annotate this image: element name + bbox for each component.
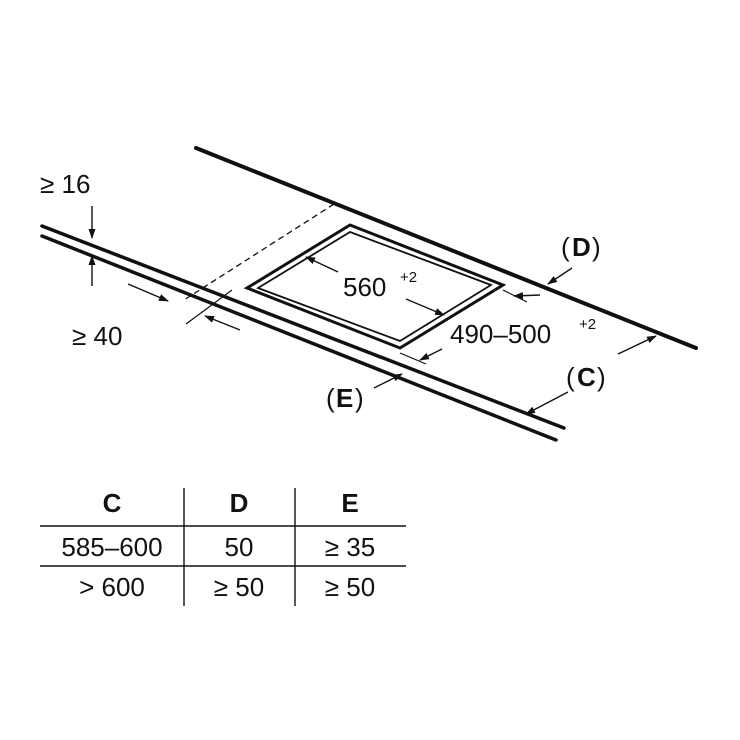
d-label-close: ) — [592, 232, 601, 262]
e-label-close: ) — [355, 383, 364, 413]
cutout-depth-label: 490–500 — [450, 319, 551, 349]
min-thickness-label: ≥ 16 — [40, 169, 90, 199]
worktop-back-edge — [194, 146, 698, 350]
front-distance-arrow-right — [204, 315, 241, 331]
cutout-width-tolerance: +2 — [400, 269, 417, 286]
e-label-open: ( — [326, 383, 335, 413]
table-cell: 50 — [225, 532, 254, 562]
cutout-width-label: 560 — [343, 272, 386, 302]
c-label-letter: C — [577, 362, 596, 392]
table-cell: ≥ 50 — [214, 572, 264, 602]
table-cell: ≥ 50 — [325, 572, 375, 602]
worktop-front-edge-top — [40, 224, 566, 430]
cutout-outer — [243, 223, 507, 350]
depth-ext-bottom — [399, 352, 427, 365]
d-label-open: ( — [561, 232, 570, 262]
front-distance-label: ≥ 40 — [72, 321, 122, 351]
reference-dashed-line — [183, 203, 335, 301]
width-arrow-right — [405, 298, 445, 316]
c-arrow-top — [617, 335, 657, 355]
cutout-inner — [255, 231, 494, 342]
table-header-c: C — [103, 488, 122, 518]
width-arrow-left — [305, 256, 339, 273]
front-distance-ext — [185, 289, 233, 325]
c-arrow-bottom — [525, 391, 569, 415]
depth-arrow-bottom — [419, 348, 443, 361]
worktop-front-edge-bottom — [40, 234, 558, 442]
depth-arrow-top — [513, 292, 541, 300]
e-label-letter: E — [336, 383, 353, 413]
d-arrow — [547, 267, 573, 285]
table-header-e: E — [341, 488, 358, 518]
table-header-d: D — [230, 488, 249, 518]
front-distance-arrow-left — [127, 283, 169, 302]
cutout-depth-tolerance: +2 — [579, 316, 596, 333]
table-cell: 585–600 — [61, 532, 162, 562]
c-label-close: ) — [597, 362, 606, 392]
d-label-letter: D — [572, 232, 591, 262]
table-cell: ≥ 35 — [325, 532, 375, 562]
c-label-open: ( — [566, 362, 575, 392]
table-cell: > 600 — [79, 572, 145, 602]
clearance-table: C D E 585–600 50 ≥ 35 > 600 ≥ 50 ≥ 50 — [40, 488, 406, 606]
e-arrow — [373, 373, 403, 389]
